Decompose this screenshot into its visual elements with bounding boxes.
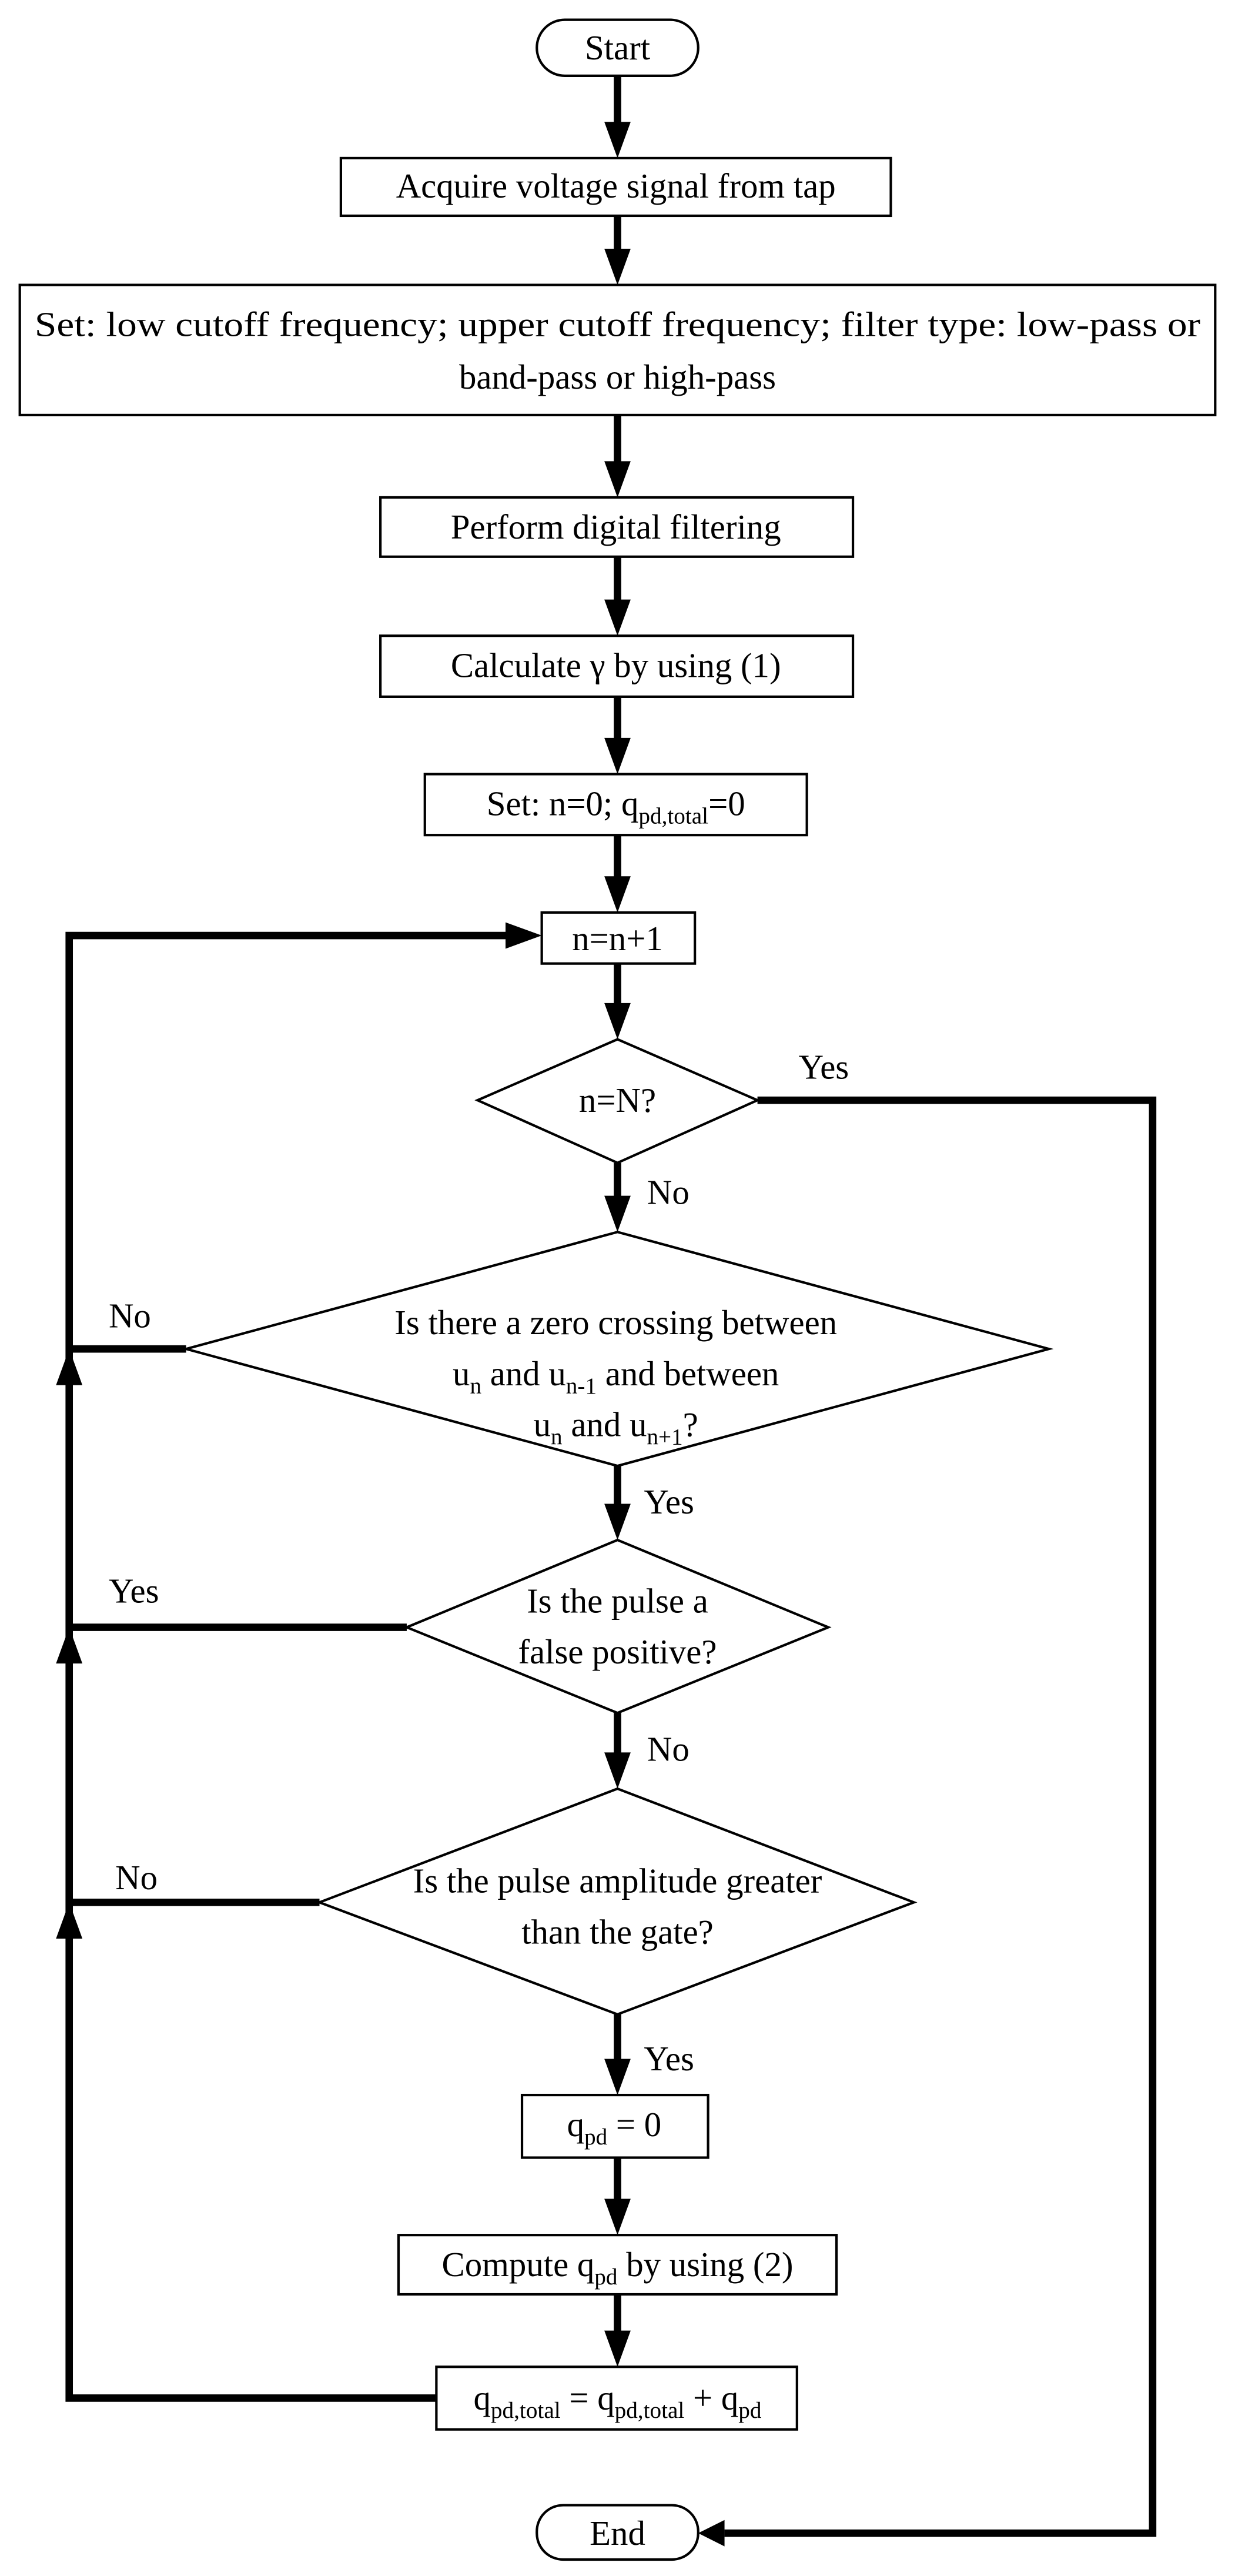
arrowhead-up [56, 1349, 83, 1385]
check-n-no-label: No [647, 1174, 690, 1212]
compute-step: Compute qpd by using (2) [397, 2234, 838, 2296]
zero-cross-no-label: No [109, 1297, 151, 1335]
arrowhead-down [604, 2199, 631, 2236]
arrowhead-down [604, 1195, 631, 1232]
compute-label: Compute qpd by using (2) [442, 2246, 794, 2290]
start-terminal: Start [535, 18, 700, 77]
zero-cross-line-3: un and un+1? [534, 1406, 698, 1450]
loop-back-path [65, 931, 516, 2402]
amplitude-yes-label: Yes [644, 2040, 694, 2078]
amplitude-line-2: than the gate? [521, 1913, 714, 1951]
arrowhead-left [698, 2520, 725, 2547]
amplitude-no-label: No [115, 1859, 158, 1897]
acquire-label: Acquire voltage signal from tap [396, 167, 836, 205]
gamma-step: Calculate γ by using (1) [379, 634, 855, 698]
zero-cross-line-1: Is there a zero crossing between [394, 1304, 837, 1342]
arrowhead-down [604, 122, 631, 158]
settings-line-1: Set: low cutoff frequency; upper cutoff … [35, 305, 1201, 343]
arrowheads [56, 122, 725, 2547]
arrowhead-down [604, 1503, 631, 1541]
false-positive-line-2: false positive? [518, 1633, 717, 1671]
amplitude-line-1: Is the pulse amplitude greater [413, 1862, 822, 1900]
arrowhead-down [604, 1003, 631, 1040]
check-n-yes-label: Yes [799, 1048, 849, 1087]
increment-label: n=n+1 [572, 920, 663, 958]
amplitude-decision: Is the pulse amplitude greater than the … [316, 1787, 918, 2016]
false-positive-no-label: No [647, 1730, 690, 1768]
check-n-label: n=N? [579, 1081, 656, 1120]
arrowhead-down [604, 737, 631, 774]
end-terminal: End [535, 2504, 700, 2561]
zero-cross-line-2: un and un-1 and between [453, 1355, 779, 1399]
end-label: End [590, 2514, 645, 2552]
start-label: Start [585, 29, 650, 67]
arrowhead-up [56, 1902, 83, 1939]
arrowhead-down [604, 599, 631, 636]
false-positive-yes-label: Yes [109, 1572, 159, 1611]
acquire-step: Acquire voltage signal from tap [339, 156, 892, 218]
init-label: Set: n=0; qpd,total=0 [487, 785, 745, 829]
accumulate-label: qpd,total = qpd,total + qpd [474, 2379, 762, 2423]
reset-q-label: qpd = 0 [567, 2106, 662, 2150]
yes-path-to-end [724, 1096, 1157, 2537]
settings-step: Set: low cutoff frequency; upper cutoff … [18, 283, 1217, 416]
init-step: Set: n=0; qpd,total=0 [423, 773, 808, 837]
arrowhead-down [604, 461, 631, 497]
filter-step: Perform digital filtering [379, 496, 855, 558]
increment-step: n=n+1 [540, 911, 697, 965]
reset-q-step: qpd = 0 [520, 2093, 709, 2159]
arrowhead-down [604, 1752, 631, 1789]
arrowhead-down [604, 248, 631, 285]
filter-label: Perform digital filtering [451, 508, 781, 546]
false-positive-decision: Is the pulse a false positive? [403, 1538, 832, 1715]
settings-line-2: band-pass or high-pass [459, 358, 776, 396]
arrowhead-down [604, 876, 631, 913]
zero-cross-yes-label: Yes [644, 1483, 694, 1521]
arrowhead-right [506, 922, 542, 949]
zero-cross-decision: Is there a zero crossing between un and … [181, 1231, 1054, 1468]
accumulate-step: qpd,total = qpd,total + qpd [435, 2365, 798, 2431]
arrowhead-down [604, 2059, 631, 2096]
gamma-label: Calculate γ by using (1) [451, 646, 781, 684]
connectors [56, 75, 1157, 2547]
arrowhead-down [604, 2330, 631, 2367]
arrowhead-up [56, 1627, 83, 1664]
check-n-decision: n=N? [474, 1038, 761, 1164]
false-positive-line-1: Is the pulse a [527, 1582, 708, 1620]
